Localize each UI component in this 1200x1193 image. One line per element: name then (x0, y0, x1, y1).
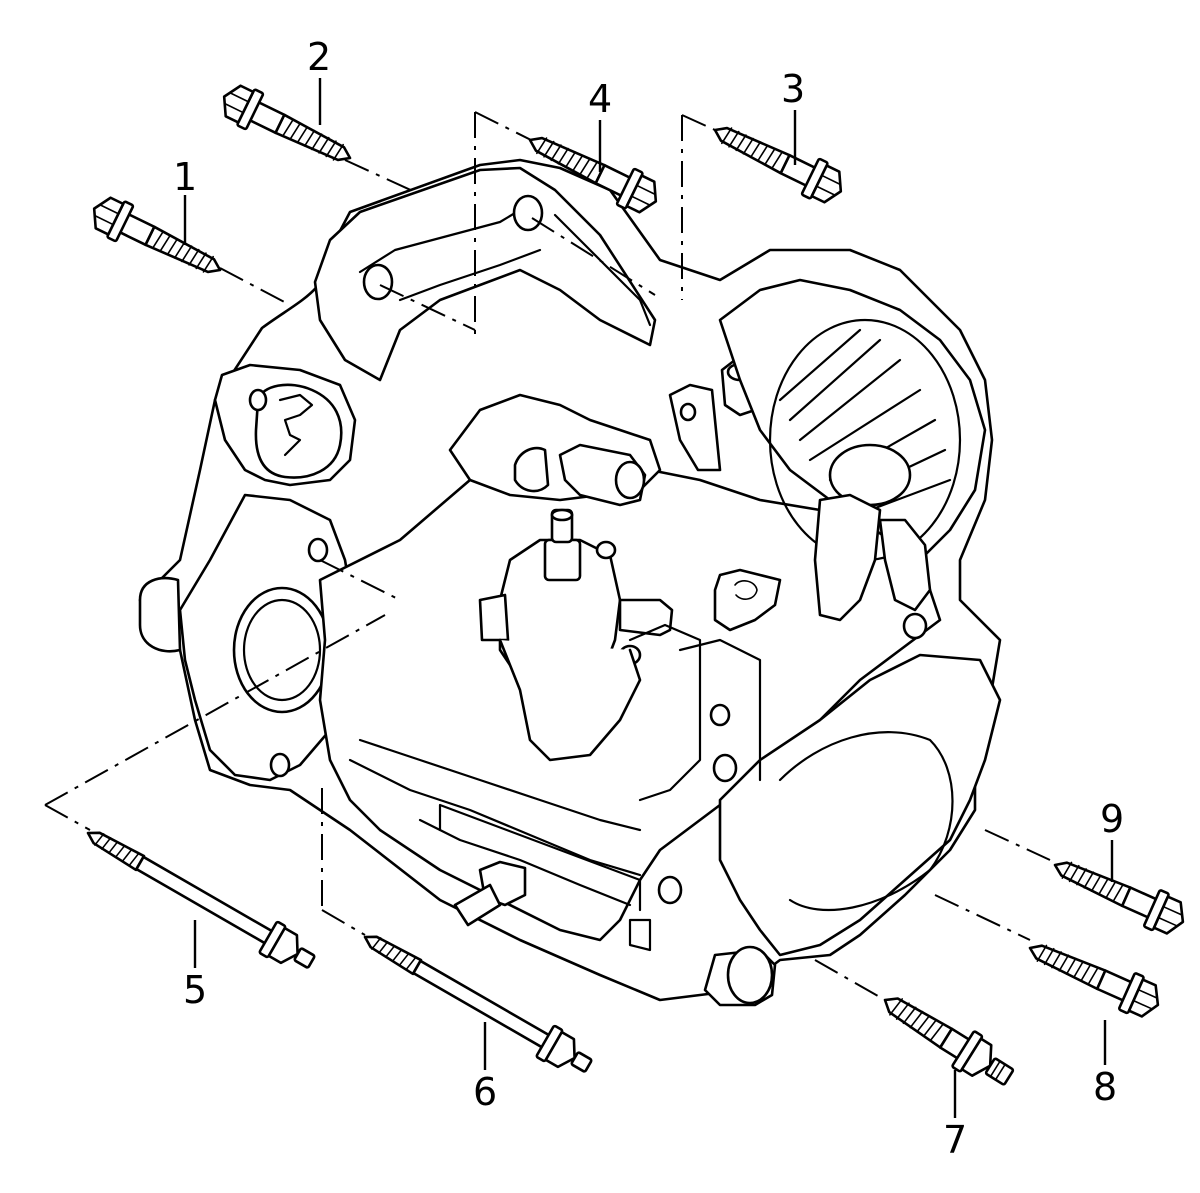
transmission-housing (138, 158, 1002, 1007)
callout-8: 8 (1093, 1020, 1117, 1109)
callout-5: 5 (183, 920, 207, 1012)
bolt-2 (214, 77, 361, 178)
callout-2: 2 (307, 35, 331, 125)
svg-text:1: 1 (173, 155, 197, 199)
svg-text:3: 3 (781, 67, 805, 111)
bolt-7 (872, 980, 1022, 1097)
assembly-lines (44, 111, 1051, 1001)
svg-text:6: 6 (473, 1070, 497, 1114)
callout-7: 7 (943, 1070, 967, 1162)
callout-1: 1 (173, 155, 197, 245)
bolt-1 (84, 189, 231, 290)
bolt-3 (704, 110, 851, 211)
svg-text:7: 7 (943, 1118, 967, 1162)
bolt-5 (77, 816, 322, 979)
svg-text:2: 2 (307, 35, 331, 79)
svg-text:5: 5 (183, 968, 207, 1012)
bolt-8 (1020, 928, 1168, 1025)
svg-text:9: 9 (1100, 797, 1124, 841)
callout-4: 4 (588, 77, 612, 172)
svg-text:4: 4 (588, 77, 612, 121)
callout-9: 9 (1100, 797, 1124, 882)
svg-text:8: 8 (1093, 1065, 1117, 1109)
callout-3: 3 (781, 67, 805, 165)
bolt-9 (1045, 845, 1193, 942)
callout-6: 6 (473, 1022, 497, 1114)
